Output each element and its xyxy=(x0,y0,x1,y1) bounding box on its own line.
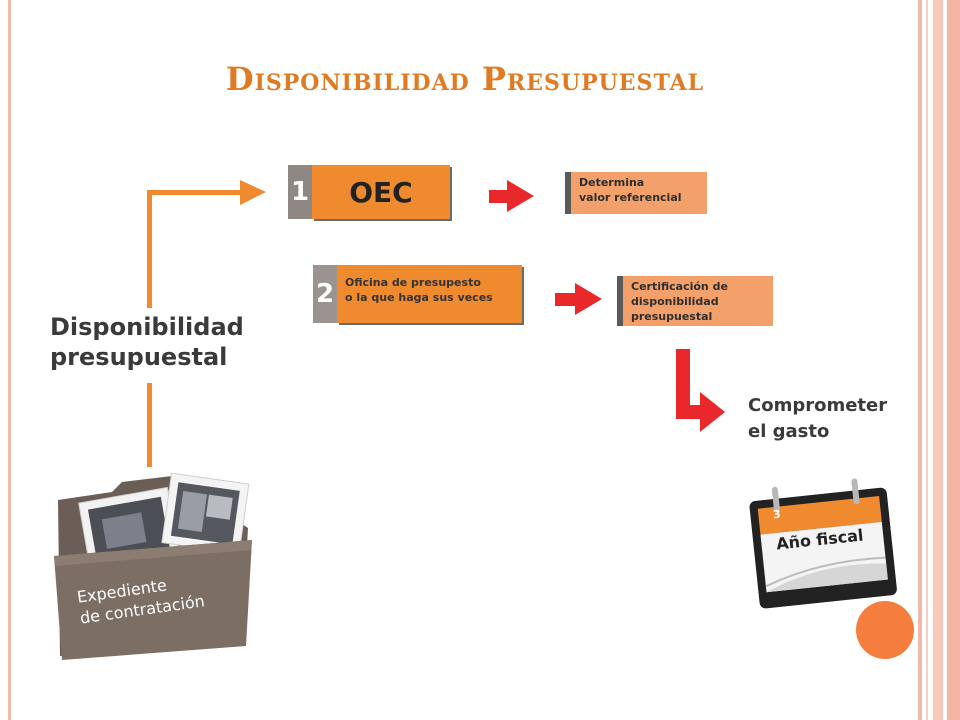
slide-frame-left xyxy=(8,0,11,720)
result-text: valor referencial xyxy=(579,191,682,204)
step-box-oficina: Oficina de presupesto o la que haga sus … xyxy=(337,265,522,323)
result-box-step1: Determina valor referencial xyxy=(565,172,707,214)
calendar-icon xyxy=(749,478,897,609)
commit-label: Comprometer el gasto xyxy=(748,393,887,445)
step-number-1: 1 xyxy=(288,165,312,219)
decorative-circle xyxy=(856,601,914,659)
result-text: disponibilidad xyxy=(631,295,719,308)
commit-label-line: el gasto xyxy=(748,421,830,442)
connector-line-horizontal xyxy=(147,190,247,195)
step-number-2: 2 xyxy=(313,265,337,323)
slide-frame-right-stripe xyxy=(947,0,960,720)
step-box-text: o la que haga sus veces xyxy=(345,291,493,304)
result-text: Certificación de xyxy=(631,280,728,293)
step-box-oec: OEC xyxy=(312,165,450,219)
slide-title: Disponibilidad Presupuestal xyxy=(225,60,705,98)
bent-arrow-icon xyxy=(676,349,725,432)
arrow-icon-step2 xyxy=(555,283,602,315)
result-text: Determina xyxy=(579,176,645,189)
step-box-text: Oficina de presupesto xyxy=(345,276,481,289)
connector-line-upper xyxy=(147,190,152,308)
slide-frame-right xyxy=(918,0,922,720)
commit-label-line: Comprometer xyxy=(748,395,888,416)
result-text: presupuestal xyxy=(631,310,713,323)
center-label-line: presupuestal xyxy=(50,343,228,371)
arrow-icon-step1 xyxy=(489,180,534,212)
folder-icon xyxy=(54,472,252,660)
center-label-line: Disponibilidad xyxy=(50,313,244,341)
result-box-step2: Certificación de disponibilidad presupue… xyxy=(617,276,773,326)
slide-frame-right-stripe xyxy=(926,0,928,720)
slide-frame-right-stripe xyxy=(933,0,943,720)
connector-arrowhead xyxy=(240,180,266,205)
center-label: Disponibilidad presupuestal xyxy=(50,312,244,372)
calendar-badge: 3 xyxy=(772,507,782,522)
connector-line-lower xyxy=(147,383,152,467)
